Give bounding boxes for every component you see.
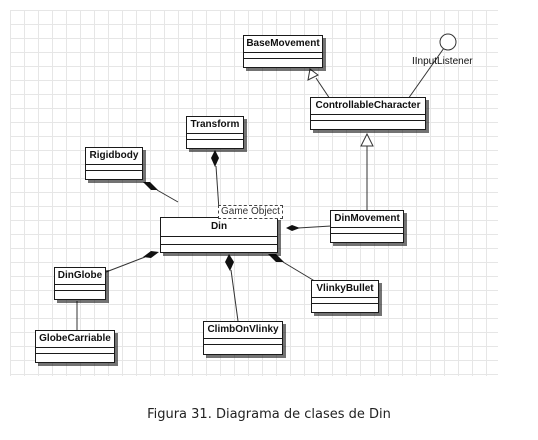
methods-section — [187, 140, 243, 145]
methods-section — [161, 245, 277, 250]
methods-section — [331, 234, 403, 239]
diagram-grid — [10, 10, 498, 376]
class-din-movement[interactable]: DinMovement — [330, 210, 404, 243]
composition-line — [215, 165, 220, 211]
class-name: DinGlobe — [55, 268, 105, 285]
class-name: VlinkyBullet — [312, 281, 378, 298]
attributes-section — [36, 348, 114, 354]
composition-line — [230, 269, 239, 322]
attributes-section — [244, 53, 322, 59]
attributes-section — [187, 134, 243, 140]
class-base-movement[interactable]: BaseMovement — [243, 35, 323, 68]
attributes-section — [312, 298, 378, 304]
figure-caption: Figura 31. Diagrama de clases de Din — [147, 407, 391, 422]
methods-section — [244, 59, 322, 64]
composition-diamond — [286, 225, 300, 231]
class-name: DinMovement — [331, 211, 403, 228]
composition-diamond — [143, 251, 159, 258]
composition-line — [282, 261, 319, 284]
composition-diamond — [268, 254, 284, 262]
class-globe-carriable[interactable]: GlobeCarriable — [35, 330, 115, 363]
class-controllable-character[interactable]: ControllableCharacter — [310, 97, 426, 130]
class-name: ControllableCharacter — [311, 98, 425, 115]
methods-section — [311, 121, 425, 126]
composition-diamond — [211, 150, 219, 167]
interface-label: IInputListener — [412, 56, 473, 67]
attributes-section — [161, 237, 277, 245]
attributes-section — [204, 339, 282, 345]
composition-line — [297, 225, 332, 229]
class-din-globe[interactable]: DinGlobe — [54, 267, 106, 300]
attributes-section — [311, 115, 425, 121]
composition-line — [156, 189, 179, 203]
realization-line — [407, 47, 445, 100]
class-name: GlobeCarriable — [36, 331, 114, 348]
class-din[interactable]: Din — [160, 217, 278, 253]
generalization-arrowhead — [307, 68, 319, 81]
generalization-line — [315, 77, 331, 100]
methods-section — [204, 345, 282, 350]
class-climb-on-vlinky[interactable]: ClimbOnVlinky — [203, 321, 283, 355]
class-rigidbody[interactable]: Rigidbody — [85, 147, 143, 180]
methods-section — [312, 304, 378, 309]
methods-section — [36, 354, 114, 359]
composition-diamond — [225, 254, 234, 271]
class-vlinky-bullet[interactable]: VlinkyBullet — [311, 280, 379, 313]
class-transform[interactable]: Transform — [186, 116, 244, 149]
methods-section — [86, 171, 142, 176]
methods-section — [55, 291, 105, 296]
composition-line — [105, 256, 146, 273]
interface-lollipop — [439, 33, 457, 51]
class-name: BaseMovement — [244, 36, 322, 53]
class-name: Din — [161, 218, 277, 237]
composition-diamond — [143, 182, 158, 190]
class-name: Rigidbody — [86, 148, 142, 165]
class-name: ClimbOnVlinky — [204, 322, 282, 339]
stereotype-label: Game Object — [218, 205, 283, 219]
attributes-section — [86, 165, 142, 171]
attributes-section — [331, 228, 403, 234]
attributes-section — [55, 285, 105, 291]
generalization-arrowhead — [360, 132, 374, 147]
class-name: Transform — [187, 117, 243, 134]
